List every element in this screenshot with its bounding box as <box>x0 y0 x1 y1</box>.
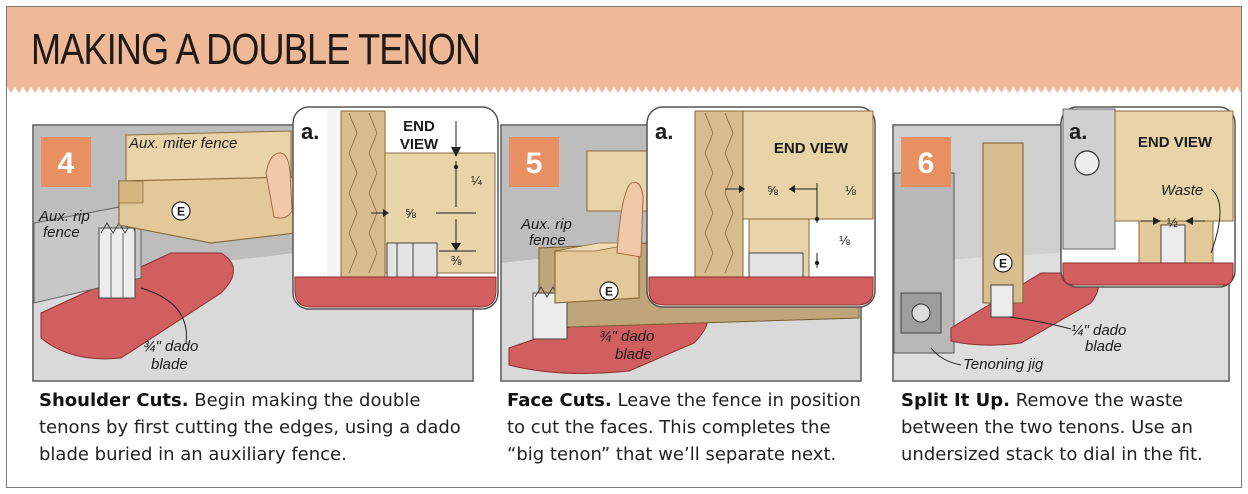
illustration-split-it-up: E 6 ¼" dado blade Tenoning jig a. END VI… <box>892 106 1236 382</box>
svg-text:E: E <box>999 257 1007 271</box>
page-title: MAKING A DOUBLE TENON <box>31 25 481 74</box>
hand <box>265 152 293 219</box>
end-view-fence <box>1114 110 1234 222</box>
svg-text:blade: blade <box>151 356 188 373</box>
svg-text:4: 4 <box>58 147 75 180</box>
part-e-marker <box>171 201 191 221</box>
caption-heading: Face Cuts. <box>507 390 612 411</box>
svg-text:⅛: ⅛ <box>839 233 850 248</box>
part-e-marker <box>993 253 1013 273</box>
end-view-workpiece <box>694 110 744 282</box>
caption-heading: Shoulder Cuts. <box>39 390 189 411</box>
svg-text:E: E <box>605 285 613 299</box>
svg-text:a.: a. <box>301 119 319 144</box>
svg-text:END VIEW: END VIEW <box>774 140 849 157</box>
caption-text: Remove the waste between the two tenons.… <box>901 390 1203 465</box>
svg-text:a.: a. <box>655 119 673 144</box>
svg-text:Aux. rip: Aux. rip <box>520 216 572 233</box>
svg-text:Aux. miter fence: Aux. miter fence <box>128 135 237 152</box>
svg-text:⅛: ⅛ <box>845 183 856 198</box>
caption-step-4: Shoulder Cuts. Begin making the double t… <box>39 387 469 468</box>
svg-text:⅜: ⅜ <box>451 253 462 268</box>
svg-text:fence: fence <box>43 224 80 241</box>
svg-text:½: ½ <box>1167 215 1178 230</box>
end-view-workpiece <box>340 110 386 284</box>
svg-text:¼" dado: ¼" dado <box>1071 322 1126 339</box>
illustration-face-cuts: E 5 Aux. rip fence ¾" dado blade a. END … <box>500 106 876 382</box>
svg-text:Tenoning jig: Tenoning jig <box>963 356 1044 373</box>
svg-text:Aux. rip: Aux. rip <box>38 208 90 225</box>
inset-end-view: a. END VIEW ⅝ ⅛ ⅛ <box>646 106 876 308</box>
svg-text:¼: ¼ <box>471 173 482 188</box>
svg-text:END: END <box>403 118 435 135</box>
step-badge <box>509 137 559 187</box>
step-badge <box>41 137 91 187</box>
inset-end-view: a. END VIEW Waste ½ <box>1060 106 1236 288</box>
inset-end-view: a. END VIEW ⅝ ¼ ⅜ <box>292 106 499 310</box>
illustration-shoulder-cuts: E 4 Aux. miter fence Aux. rip fence ¾" d… <box>32 106 499 382</box>
jig-bolt-icon <box>1074 150 1100 176</box>
caption-text: Begin making the double tenons by first … <box>39 390 461 465</box>
part-e-marker <box>599 281 619 301</box>
caption-heading: Split It Up. <box>901 390 1010 411</box>
banner-zigzag-edge <box>7 87 1241 95</box>
svg-text:¾" dado: ¾" dado <box>143 338 198 355</box>
dado-blade <box>98 221 136 299</box>
workpiece <box>982 142 1024 304</box>
caption-step-6: Split It Up. Remove the waste between th… <box>901 387 1231 468</box>
svg-text:E: E <box>177 205 185 219</box>
svg-text:VIEW: VIEW <box>400 136 439 153</box>
step-badge <box>901 137 951 187</box>
caption-text: Leave the fence in position to cut the f… <box>507 390 861 465</box>
svg-text:¾" dado: ¾" dado <box>599 328 654 345</box>
svg-text:6: 6 <box>918 147 935 180</box>
svg-text:END VIEW: END VIEW <box>1138 134 1213 151</box>
end-view-fence <box>742 110 874 220</box>
svg-text:⅝: ⅝ <box>405 206 416 221</box>
svg-text:blade: blade <box>615 346 652 363</box>
hand <box>616 181 644 258</box>
svg-text:blade: blade <box>1085 338 1122 355</box>
caption-step-5: Face Cuts. Leave the fence in position t… <box>507 387 867 468</box>
svg-text:a.: a. <box>1069 119 1087 144</box>
svg-text:fence: fence <box>529 232 566 249</box>
title-banner: MAKING A DOUBLE TENON <box>7 7 1241 87</box>
article-frame: MAKING A DOUBLE TENON <box>6 6 1242 488</box>
svg-text:5: 5 <box>526 147 543 180</box>
svg-text:⅝: ⅝ <box>767 183 778 198</box>
svg-text:Waste: Waste <box>1161 182 1203 199</box>
dado-insert <box>40 252 234 360</box>
jig-knob-icon <box>911 303 931 323</box>
